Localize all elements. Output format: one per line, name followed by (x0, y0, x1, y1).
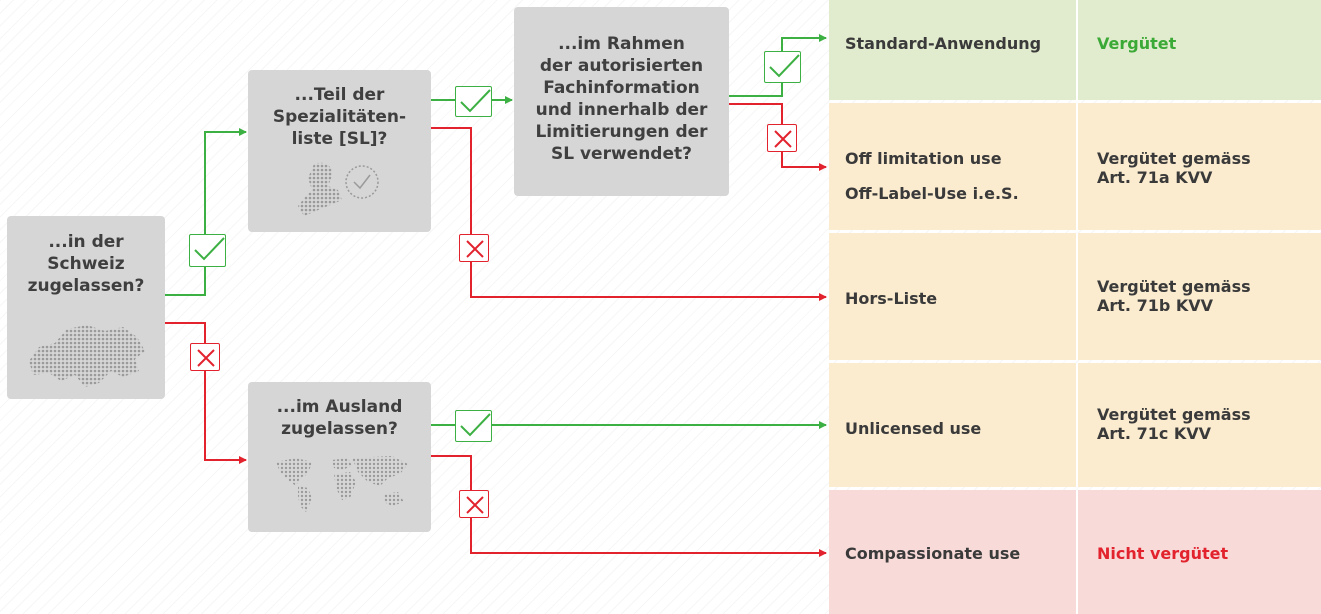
outcome-use: Standard-Anwendung (845, 34, 1042, 53)
outcome-status: Vergütet gemäss Art. 71c KVV (1097, 405, 1251, 443)
world-map-icon (276, 456, 408, 512)
cross-icon (459, 234, 489, 262)
box-rahmen: ...im Rahmen der autorisierten Fachinfor… (514, 7, 729, 196)
check-icon (455, 410, 492, 442)
line-ausland-no (431, 455, 827, 557)
cross-icon (767, 124, 797, 152)
outcome-status: Vergütet (1097, 34, 1177, 53)
box-ausland: ...im Ausland zugelassen? (248, 382, 431, 532)
cross-icon (459, 490, 489, 518)
box-sl-label: ...Teil der Spezialitäten- liste [SL]? (272, 85, 407, 149)
switzerland-map-icon (29, 325, 145, 387)
cross-icon (190, 343, 220, 371)
line-schweiz-yes (165, 128, 247, 296)
outcome-use: Unlicensed use (845, 419, 982, 438)
line-sl-no (431, 127, 827, 301)
stamp-icon (298, 162, 379, 216)
outcome-status: Vergütet gemäss Art. 71a KVV (1097, 149, 1251, 187)
outcome-row-standard: Standard-Anwendung Vergütet (829, 0, 1321, 100)
outcome-status: Nicht vergütet (1097, 544, 1229, 563)
outcome-status: Vergütet gemäss Art. 71b KVV (1097, 277, 1251, 315)
check-icon (455, 86, 492, 117)
box-rahmen-label: ...im Rahmen der autorisierten Fachinfor… (535, 34, 708, 164)
box-sl: ...Teil der Spezialitäten- liste [SL]? (248, 70, 431, 232)
check-icon (189, 234, 226, 267)
outcome-use: Off limitation use Off-Label-Use i.e.S. (845, 149, 1019, 203)
outcome-row-unlicensed: Unlicensed use Vergütet gemäss Art. 71c … (829, 363, 1321, 487)
check-icon (764, 51, 801, 83)
box-schweiz: ...in der Schweiz zugelassen? (7, 216, 165, 399)
box-schweiz-label: ...in der Schweiz zugelassen? (27, 232, 145, 296)
line-schweiz-no (165, 322, 247, 464)
outcome-row-off-limitation: Off limitation use Off-Label-Use i.e.S. … (829, 103, 1321, 230)
outcome-use: Compassionate use (845, 544, 1021, 563)
box-ausland-label: ...im Ausland zugelassen? (276, 397, 403, 439)
outcome-use: Hors-Liste (845, 289, 938, 308)
outcome-row-compassionate: Compassionate use Nicht vergütet (829, 490, 1321, 614)
outcome-row-hors-liste: Hors-Liste Vergütet gemäss Art. 71b KVV (829, 233, 1321, 360)
